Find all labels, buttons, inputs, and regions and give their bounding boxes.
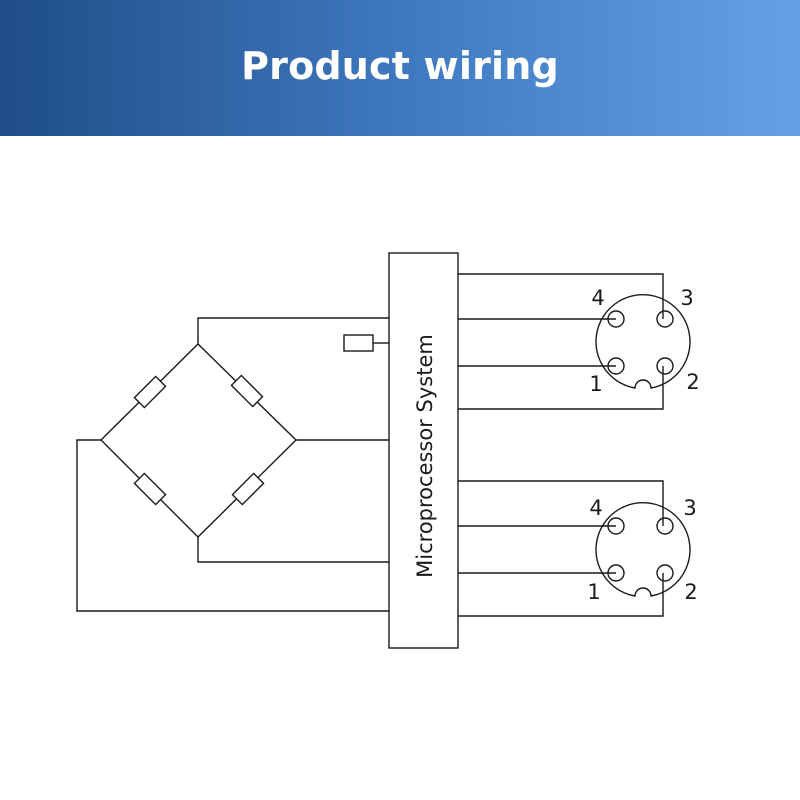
wire-c2-pin3 <box>458 480 664 526</box>
connector-2-wires <box>458 480 664 617</box>
wire-bridge-top <box>197 317 389 344</box>
wire-c2-pin2 <box>458 573 664 617</box>
connector-2-pin-2 <box>656 564 674 582</box>
title-banner: Product wiring <box>0 0 800 136</box>
connector-2-housing <box>595 502 691 597</box>
connector-1-label-4: 4 <box>591 286 604 310</box>
bridge-wires <box>76 317 389 612</box>
microprocessor-block: Microprocessor System <box>388 252 459 649</box>
resistor-bottom-left <box>133 472 167 506</box>
connector-1-pin-3 <box>656 310 674 328</box>
wire-c1-pin2 <box>458 366 664 410</box>
small-component-body <box>343 334 374 352</box>
connector-1-housing <box>595 294 691 389</box>
connector-2-label-4: 4 <box>589 496 602 520</box>
wire-bridge-left <box>76 439 389 612</box>
connector-1-wires <box>458 273 664 410</box>
page-title: Product wiring <box>241 44 559 88</box>
connector-2-label-1: 1 <box>587 580 600 604</box>
microprocessor-label: Microprocessor System <box>413 334 437 578</box>
connector-2-pin-1 <box>607 564 625 582</box>
connector-2-pin-3 <box>656 517 674 535</box>
connector-1-pin-4 <box>607 310 625 328</box>
connector-2-pin-4 <box>607 517 625 535</box>
connector-2-label-2: 2 <box>684 580 697 604</box>
connector-1-label-2: 2 <box>686 370 699 394</box>
wire-c1-pin3 <box>458 273 664 319</box>
wire-bridge-bottom <box>197 537 389 563</box>
resistor-top-left <box>133 375 167 409</box>
connector-1-label-1: 1 <box>589 372 602 396</box>
resistor-top-right <box>230 374 264 408</box>
small-component <box>343 334 389 352</box>
microprocessor-box <box>388 252 459 649</box>
wheatstone-bridge <box>100 343 297 538</box>
connector-2-label-3: 3 <box>683 496 696 520</box>
connector-1-pin-2 <box>656 357 674 375</box>
resistor-bottom-right <box>231 472 265 506</box>
connector-1: 4 3 1 2 <box>589 286 699 396</box>
bridge-outline <box>100 343 297 538</box>
connector-1-pin-1 <box>607 357 625 375</box>
connector-2: 4 3 1 2 <box>587 496 697 604</box>
connector-1-label-3: 3 <box>680 286 693 310</box>
